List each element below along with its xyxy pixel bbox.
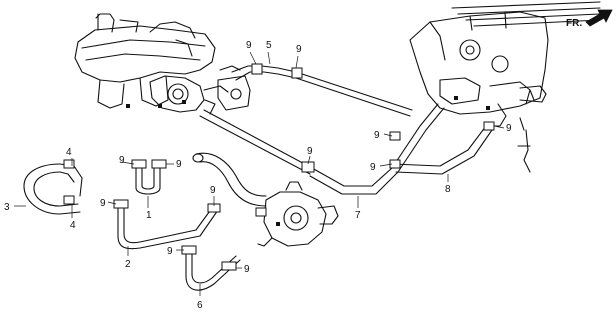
thermostat-housing bbox=[257, 181, 339, 247]
hose-clamp bbox=[389, 131, 401, 141]
hose-7 bbox=[391, 125, 493, 175]
callout-9: 9 bbox=[370, 162, 376, 173]
hose-clamp bbox=[131, 159, 147, 169]
hose-clamp bbox=[301, 161, 315, 173]
callout-9: 9 bbox=[246, 40, 252, 51]
hose-2 bbox=[117, 205, 219, 250]
front-arrow-icon bbox=[585, 9, 613, 27]
water-pipe-middle bbox=[199, 109, 313, 175]
hose-clamp bbox=[251, 63, 263, 75]
water-pipe-upper bbox=[295, 71, 413, 117]
engine-drain-line bbox=[519, 117, 525, 131]
engine-block bbox=[409, 1, 601, 173]
callout-2: 2 bbox=[125, 259, 131, 270]
callouts: 9 9 4 4 3 1 9 2 9 9 9 6 9 5 9 9 7 9 9 8 … bbox=[4, 40, 512, 311]
callout-1: 1 bbox=[146, 210, 152, 221]
callout-9: 9 bbox=[506, 123, 512, 134]
callout-9: 9 bbox=[374, 130, 380, 141]
callout-9: 9 bbox=[100, 198, 106, 209]
callout-9: 9 bbox=[244, 264, 250, 275]
callout-9: 9 bbox=[210, 185, 216, 196]
callout-9: 9 bbox=[167, 246, 173, 257]
hose-clamp bbox=[63, 159, 75, 169]
hose-clamp bbox=[221, 261, 237, 271]
hose-clamp bbox=[483, 121, 495, 131]
callout-9: 9 bbox=[119, 155, 125, 166]
hose-8 bbox=[309, 103, 445, 195]
front-direction-label: FR. bbox=[566, 18, 582, 29]
hose-clamps bbox=[63, 63, 495, 271]
callout-9: 9 bbox=[296, 44, 302, 55]
leader-lines bbox=[14, 51, 505, 296]
callout-8: 7 bbox=[355, 210, 361, 221]
hose-6 bbox=[185, 251, 241, 291]
hose-clamp bbox=[255, 207, 267, 217]
callout-4: 4 bbox=[66, 147, 72, 158]
callout-4: 4 bbox=[70, 220, 76, 231]
hose-clamp bbox=[63, 195, 75, 205]
front-direction-indicator: FR. bbox=[566, 9, 613, 29]
callout-6: 6 bbox=[197, 300, 203, 311]
upper-bypass-hose bbox=[192, 152, 267, 207]
callout-9: 9 bbox=[307, 146, 313, 157]
hose-3 bbox=[23, 163, 83, 215]
hose-clamp bbox=[113, 199, 129, 209]
intake-manifold-assembly bbox=[74, 13, 251, 115]
callout-5: 5 bbox=[266, 40, 272, 51]
hose-clamp bbox=[291, 67, 303, 79]
callout-7: 8 bbox=[445, 184, 451, 195]
hose-5 bbox=[231, 65, 297, 81]
callout-3: 3 bbox=[4, 202, 10, 213]
hose-clamp bbox=[151, 159, 167, 169]
hose-clamp bbox=[181, 245, 197, 255]
callout-9: 9 bbox=[176, 159, 182, 170]
hose-1 bbox=[135, 161, 161, 195]
